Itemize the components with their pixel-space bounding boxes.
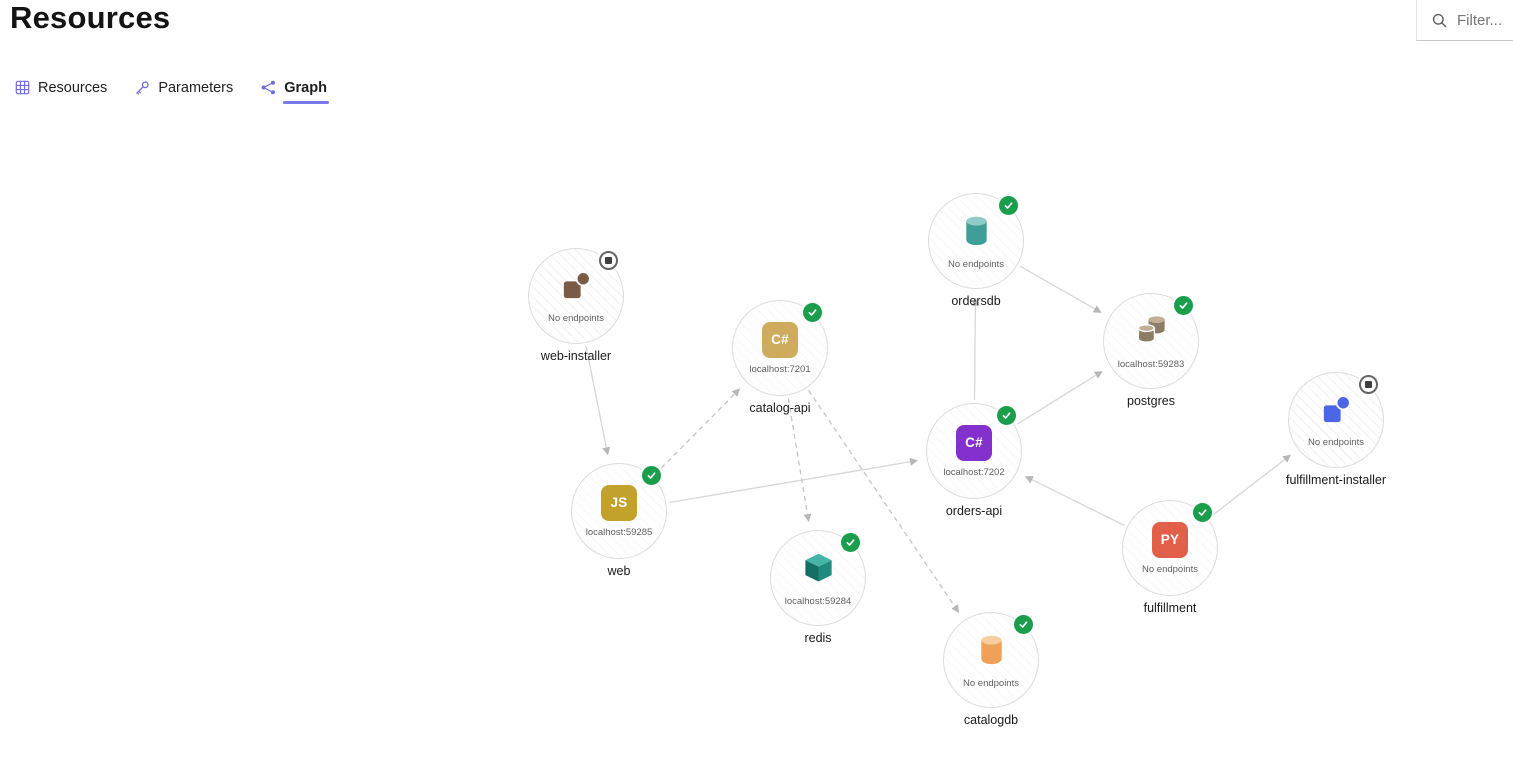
resource-circle[interactable]: No endpoints — [1288, 372, 1384, 468]
resource-circle[interactable]: No endpoints — [528, 248, 624, 344]
key-icon — [134, 79, 151, 96]
resource-label: catalogdb — [963, 713, 1019, 727]
database-icon — [974, 632, 1009, 672]
code-icon: JS — [601, 484, 637, 521]
page-title: Resources — [10, 0, 171, 35]
status-running-badge — [1193, 503, 1212, 522]
tab-graph[interactable]: Graph — [260, 71, 329, 104]
code-icon: C# — [762, 321, 798, 358]
endpoint-text: localhost:59284 — [784, 595, 852, 607]
edge-web-to-catalog-api — [654, 388, 741, 476]
graph-node-catalogdb[interactable]: No endpoints catalogdb — [943, 612, 1039, 727]
graph-node-fulfillment-installer[interactable]: No endpoints fulfillment-installer — [1286, 372, 1386, 487]
endpoint-text: No endpoints — [548, 312, 604, 324]
resource-circle[interactable]: C# localhost:7201 — [732, 300, 828, 396]
tab-parameters[interactable]: Parameters — [134, 71, 233, 104]
resource-label: redis — [804, 631, 832, 645]
tab-label: Parameters — [158, 79, 234, 96]
resource-label: postgres — [1127, 394, 1175, 408]
edge-ordersdb-to-postgres — [1019, 265, 1102, 313]
filter-input[interactable] — [1457, 11, 1513, 29]
status-running-badge — [841, 533, 860, 552]
status-stopped-badge — [599, 251, 618, 270]
status-running-badge — [999, 196, 1018, 215]
apps-icon — [1320, 393, 1353, 431]
resource-label: web-installer — [540, 349, 612, 363]
endpoint-text: localhost:7201 — [749, 363, 811, 375]
resource-label: ordersdb — [951, 294, 1001, 308]
edge-fulfillment-to-orders-api — [1024, 476, 1125, 526]
endpoint-text: localhost:59285 — [585, 526, 653, 538]
database-icon — [959, 213, 994, 253]
status-running-badge — [1174, 296, 1193, 315]
tab-label: Graph — [284, 79, 327, 96]
graph-node-ordersdb[interactable]: No endpoints ordersdb — [928, 193, 1024, 308]
edge-orders-api-to-ordersdb — [971, 297, 980, 401]
status-running-badge — [997, 406, 1016, 425]
endpoint-text: No endpoints — [1142, 563, 1198, 575]
resource-label: catalog-api — [749, 401, 811, 415]
grid-icon — [14, 79, 31, 96]
endpoint-text: localhost:7202 — [943, 466, 1005, 478]
tab-resources[interactable]: Resources — [14, 71, 107, 104]
stop-icon — [1365, 381, 1372, 388]
active-tab-underline — [283, 101, 329, 104]
resource-label: web — [607, 564, 631, 578]
stop-icon — [605, 257, 612, 264]
graph-node-web[interactable]: JS localhost:59285 web — [571, 463, 667, 578]
graph-node-redis[interactable]: localhost:59284 redis — [770, 530, 866, 645]
endpoint-text: localhost:59283 — [1117, 358, 1185, 370]
endpoint-text: No endpoints — [963, 677, 1019, 689]
edge-orders-api-to-postgres — [1016, 370, 1103, 425]
tab-bar: Resources Parameters Graph — [14, 71, 329, 104]
graph-node-web-installer[interactable]: No endpoints web-installer — [528, 248, 624, 363]
code-icon: PY — [1152, 521, 1188, 558]
graph-node-fulfillment[interactable]: PY No endpoints fulfillment — [1122, 500, 1218, 615]
endpoint-text: No endpoints — [948, 258, 1004, 270]
edge-web-installer-to-web — [585, 345, 611, 456]
tab-label: Resources — [38, 79, 108, 96]
status-running-badge — [803, 303, 822, 322]
status-running-badge — [1014, 615, 1033, 634]
filter-box[interactable] — [1416, 0, 1513, 41]
graph-icon — [260, 79, 277, 96]
code-icon: C# — [956, 424, 992, 461]
status-running-badge — [642, 466, 661, 485]
resource-label: fulfillment — [1143, 601, 1197, 615]
graph-node-postgres[interactable]: localhost:59283 postgres — [1103, 293, 1199, 408]
endpoint-text: No endpoints — [1308, 436, 1364, 448]
resource-label: orders-api — [945, 504, 1003, 518]
cube-icon — [801, 550, 836, 590]
apps-icon — [560, 269, 593, 307]
search-icon — [1431, 12, 1448, 29]
status-stopped-badge — [1359, 375, 1378, 394]
edge-catalog-api-to-redis — [787, 398, 812, 522]
database-stack-icon — [1134, 313, 1169, 353]
edge-fulfillment-to-fulfillment-installer — [1209, 454, 1292, 518]
graph-node-catalog-api[interactable]: C# localhost:7201 catalog-api — [732, 300, 828, 415]
resource-label: fulfillment-installer — [1285, 473, 1387, 487]
graph-node-orders-api[interactable]: C# localhost:7202 orders-api — [926, 403, 1022, 518]
edge-web-to-orders-api — [669, 457, 918, 504]
